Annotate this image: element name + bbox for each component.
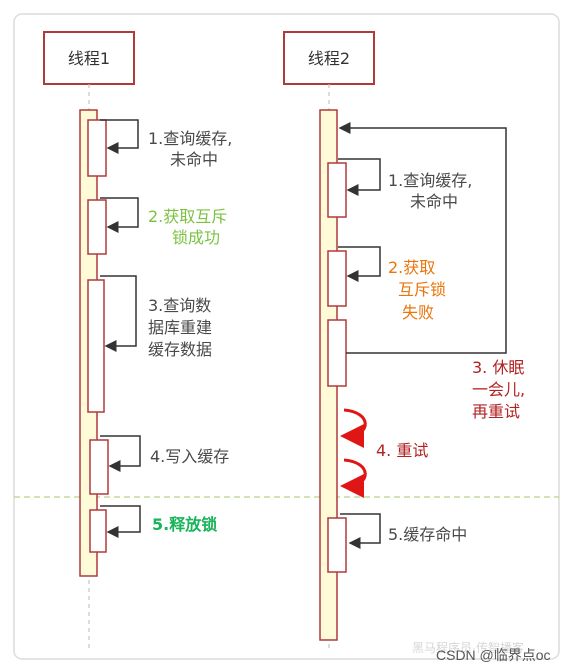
svg-text:3. 休眠: 3. 休眠 (472, 358, 524, 377)
t2-step5 (327, 513, 381, 573)
svg-text:失败: 失败 (402, 303, 434, 322)
svg-text:4. 重试: 4. 重试 (376, 441, 428, 460)
t1-step3 (87, 275, 137, 413)
t1-label-1: 1.查询缓存, 未命中 (148, 129, 232, 169)
t1-step5 (89, 505, 141, 553)
svg-text:2.获取互斥: 2.获取互斥 (148, 207, 227, 226)
svg-text:缓存数据: 缓存数据 (148, 340, 212, 359)
svg-text:锁成功: 锁成功 (172, 228, 220, 247)
svg-text:1.查询缓存,: 1.查询缓存, (388, 171, 472, 190)
t2-label-5: 5.缓存命中 (388, 525, 467, 544)
t2-label-4: 4. 重试 (376, 441, 428, 460)
svg-text:一会儿,: 一会儿, (472, 380, 525, 399)
t1-label-4: 4.写入缓存 (150, 447, 229, 466)
svg-text:据库重建: 据库重建 (148, 318, 212, 337)
t1-step2 (87, 197, 139, 255)
t1-label-5: 5.释放锁 (152, 515, 217, 534)
t2-label-1: 1.查询缓存, 未命中 (388, 171, 472, 211)
svg-text:互斥锁: 互斥锁 (398, 280, 446, 299)
csdn-watermark: CSDN @临界点oc (436, 647, 551, 663)
svg-text:2.获取: 2.获取 (388, 258, 435, 277)
t2-step3 (327, 122, 507, 387)
thread2-title: 线程2 (308, 49, 350, 68)
svg-text:1.查询缓存,: 1.查询缓存, (148, 129, 232, 148)
t1-label-2: 2.获取互斥 锁成功 (148, 207, 227, 247)
t2-step2 (327, 246, 381, 307)
t2-retry-arrows (340, 408, 367, 498)
svg-text:5.缓存命中: 5.缓存命中 (388, 525, 467, 544)
svg-text:未命中: 未命中 (170, 150, 218, 169)
thread2-header: 线程2 (283, 31, 375, 85)
t1-label-3: 3.查询数 据库重建 缓存数据 (148, 296, 212, 359)
t2-step1 (327, 158, 381, 218)
svg-text:未命中: 未命中 (410, 192, 458, 211)
t1-step4 (89, 435, 141, 495)
t1-step1 (87, 119, 139, 177)
thread1-header: 线程1 (43, 31, 135, 85)
thread1-title: 线程1 (68, 49, 110, 68)
faded-watermark: 黑马程序员·传智播客 (412, 640, 524, 655)
t2-label-2: 2.获取 互斥锁 失败 (388, 258, 446, 322)
svg-text:再重试: 再重试 (472, 402, 520, 421)
t2-label-3: 3. 休眠 一会儿, 再重试 (472, 358, 525, 421)
svg-text:3.查询数: 3.查询数 (148, 296, 211, 315)
svg-text:4.写入缓存: 4.写入缓存 (150, 447, 229, 466)
diagram-frame (13, 13, 560, 660)
svg-text:5.释放锁: 5.释放锁 (152, 515, 217, 534)
